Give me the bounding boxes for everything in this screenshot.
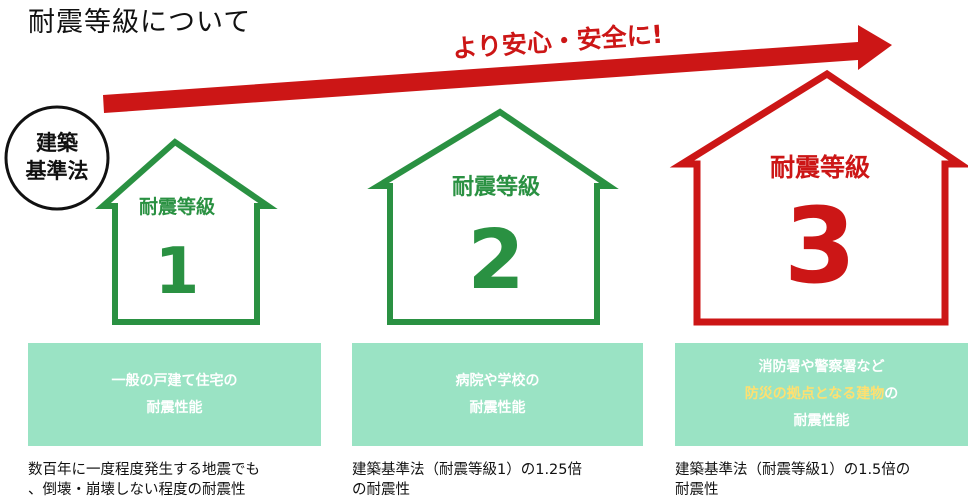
level-2-description: 建築基準法（耐震等級1）の1.25倍 の耐震性 bbox=[352, 460, 582, 500]
box-line: 耐震性能 bbox=[793, 413, 850, 429]
house-level-2 bbox=[367, 108, 619, 325]
desc-line: 建築基準法（耐震等級1）の1.25倍 bbox=[352, 462, 583, 478]
level-3-box: 消防署や警察署など 防災の拠点となる建物の 耐震性能 bbox=[675, 343, 968, 446]
desc-line: 耐震性 bbox=[675, 482, 719, 498]
baseline-line2: 基準法 bbox=[26, 159, 89, 183]
house-2-label: 耐震等級 bbox=[452, 174, 540, 200]
level-1-box: 一般の戸建て住宅の 耐震性能 bbox=[28, 343, 321, 446]
desc-line: の耐震性 bbox=[352, 482, 410, 498]
progress-arrow bbox=[103, 25, 892, 113]
house-3-label: 耐震等級 bbox=[770, 153, 870, 182]
house-level-3 bbox=[669, 69, 968, 326]
house-3-number: 3 bbox=[784, 185, 856, 307]
arrow-label: より安心・安全に! bbox=[452, 20, 664, 64]
house-level-1 bbox=[95, 138, 278, 325]
house-1-number: 1 bbox=[155, 235, 200, 309]
baseline-circle bbox=[4, 105, 110, 211]
desc-line: 建築基準法（耐震等級1）の1.5倍の bbox=[675, 462, 911, 478]
level-2-box: 病院や学校の 耐震性能 bbox=[352, 343, 643, 446]
desc-line: 、倒壊・崩壊しない程度の耐震性 bbox=[28, 482, 246, 498]
level-1-description: 数百年に一度程度発生する地震でも 、倒壊・崩壊しない程度の耐震性 bbox=[28, 460, 260, 500]
box-suffix: の bbox=[884, 386, 899, 402]
box-line: 防災の拠点となる建物の bbox=[745, 381, 899, 408]
box-line: 病院や学校の bbox=[455, 372, 540, 389]
page-title: 耐震等級について bbox=[28, 7, 252, 38]
house-1-label: 耐震等級 bbox=[139, 195, 215, 218]
house-2-number: 2 bbox=[467, 213, 524, 308]
level-3-description: 建築基準法（耐震等級1）の1.5倍の 耐震性 bbox=[675, 460, 910, 500]
desc-line: 数百年に一度程度発生する地震でも bbox=[28, 462, 260, 478]
box-line: 耐震性能 bbox=[469, 399, 526, 416]
box-line: 消防署や警察署など bbox=[758, 359, 885, 375]
box-line: 一般の戸建て住宅の bbox=[111, 372, 238, 389]
baseline-line1: 建築 bbox=[36, 131, 79, 155]
box-line: 耐震性能 bbox=[146, 399, 203, 416]
highlight-text: 防災の拠点となる建物 bbox=[744, 386, 885, 402]
